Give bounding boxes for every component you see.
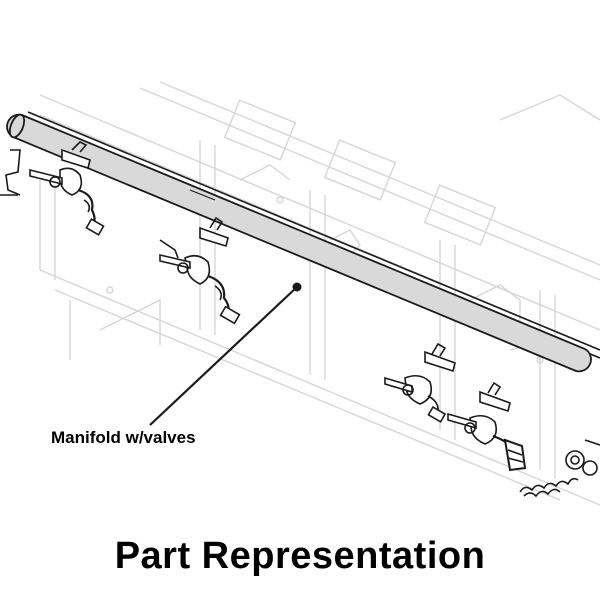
flex-line-fitting <box>519 439 600 498</box>
left-bracket <box>0 149 21 196</box>
gas-valve-icon <box>159 216 241 325</box>
faded-appliance-frame <box>39 81 600 506</box>
gas-valve-icon <box>384 342 456 423</box>
callout-leader-line <box>149 286 298 426</box>
gas-valve-icon <box>29 141 105 236</box>
gas-valve-icon <box>447 381 527 472</box>
callout-label: Manifold w/valves <box>51 428 196 447</box>
part-representation-caption: Part Representation <box>114 535 486 577</box>
manifold-pipe <box>6 113 592 373</box>
